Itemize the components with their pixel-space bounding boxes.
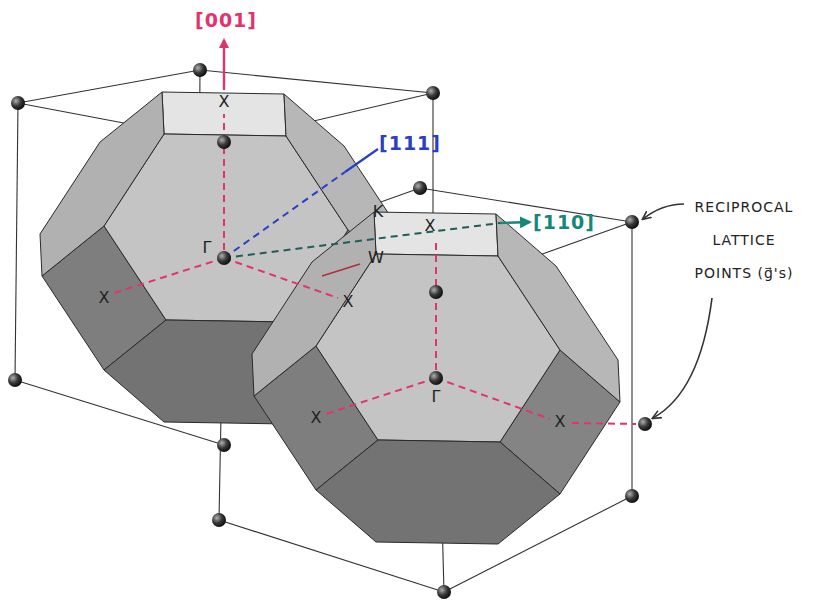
direction-arrow <box>223 40 225 90</box>
symmetry-point-label: X <box>343 293 354 311</box>
symmetry-point-label: X <box>555 413 566 431</box>
zone-face <box>496 214 620 402</box>
symmetry-point-label: Γ <box>432 388 441 406</box>
direction-line <box>224 223 500 258</box>
symmetry-point-label: X <box>425 217 436 235</box>
symmetry-point-label: X <box>99 289 110 307</box>
symmetry-point-label: K <box>373 203 384 221</box>
callout-text: RECIPROCAL LATTICE POINTS (g⃗'s) <box>689 191 799 290</box>
zone-face <box>252 212 376 396</box>
symmetry-point-label: X <box>311 409 322 427</box>
direction-line <box>345 149 378 172</box>
callout-arrow <box>643 204 684 219</box>
direction-label: [001] <box>195 10 257 31</box>
direction-label: [110] <box>533 212 595 233</box>
direction-arrow <box>500 222 530 223</box>
red-dashed-lines <box>114 114 636 424</box>
direction-line <box>224 172 345 258</box>
symmetry-point-label: X <box>219 93 230 111</box>
direction-label: [111] <box>379 133 441 154</box>
brillouin-zones <box>40 92 620 544</box>
symmetry-point-label: Γ <box>203 239 212 257</box>
zone-face <box>40 92 164 276</box>
direction-lines <box>114 40 712 424</box>
cube-edges <box>15 70 632 592</box>
symmetry-point-label: W <box>368 249 384 267</box>
zone-path-line <box>322 264 360 276</box>
zone-face <box>316 440 560 544</box>
truncated-octahedron <box>252 212 620 544</box>
reciprocal-lattice-points <box>8 63 652 599</box>
callout-arrow <box>653 298 712 418</box>
